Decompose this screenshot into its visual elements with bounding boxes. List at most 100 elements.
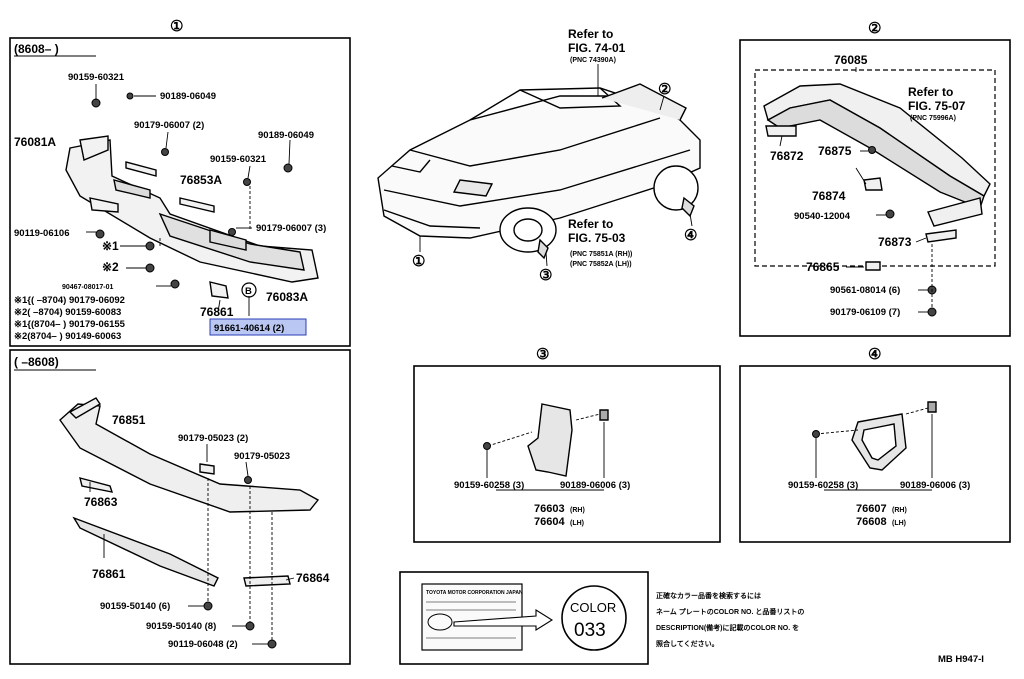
part-90561-08014: 90561-08014 (6) bbox=[830, 285, 900, 296]
color-instr-3: DESCRIPTION(備考)に記載のCOLOR NO. を bbox=[656, 623, 799, 632]
part-90189-06049-b: 90189-06049 bbox=[258, 130, 314, 141]
car-callout-4: ④ bbox=[684, 227, 697, 244]
panel-mudguard-front: ③ 90159-60258 (3) 90189-06006 (3) 76603 … bbox=[413, 346, 721, 543]
leader-lines bbox=[86, 84, 291, 316]
part-76604: 76604 bbox=[534, 516, 565, 528]
spoiler-ref-line2: FIG. 75-07 bbox=[908, 99, 966, 113]
part-90467-08017-01: 90467-08017-01 bbox=[62, 284, 113, 291]
lower-fasteners bbox=[203, 476, 277, 649]
part-76873: 76873 bbox=[878, 235, 912, 249]
spoiler-ref-line3: (PNC 75996A) bbox=[910, 115, 956, 122]
part-76863: 76863 bbox=[84, 495, 118, 509]
panel-1-range: (8608– ) bbox=[14, 42, 59, 56]
part-note-1: ※1 bbox=[102, 239, 119, 253]
mudguard-front-drawing bbox=[527, 403, 609, 477]
callout-b: B bbox=[245, 286, 252, 297]
color-badge bbox=[561, 585, 627, 651]
part-76085: 76085 bbox=[834, 53, 868, 67]
car-callout-1: ① bbox=[412, 253, 425, 270]
part-76603-rh: (RH) bbox=[570, 507, 585, 514]
front-bumper-drawing bbox=[65, 135, 319, 299]
panel-spoiler-number: ② bbox=[868, 20, 881, 37]
part-76083A: 76083A bbox=[266, 290, 308, 304]
part-76607-rh: (RH) bbox=[892, 507, 907, 514]
color-code: 033 bbox=[574, 620, 606, 641]
car-callout-3: ③ bbox=[539, 267, 552, 284]
plate-heading: TOYOTA MOTOR CORPORATION JAPAN bbox=[426, 590, 523, 596]
part-90179-06109: 90179-06109 (7) bbox=[830, 307, 900, 318]
part-76081A: 76081A bbox=[14, 135, 56, 149]
arrow-icon bbox=[453, 609, 554, 631]
panel-4-number: ④ bbox=[868, 346, 881, 363]
panel-mudguard-rear: ④ 90159-60258 (3) 90189-06006 (3) 76607 … bbox=[739, 346, 1011, 543]
part-90159-50140-6: 90159-50140 (6) bbox=[100, 601, 170, 612]
panel-1: ① (8608– ) bbox=[9, 18, 351, 347]
part-76608-lh: (LH) bbox=[892, 520, 906, 527]
part-76874: 76874 bbox=[812, 189, 846, 203]
part-90189-06049: 90189-06049 bbox=[160, 91, 216, 102]
highlight-91661-40614 bbox=[209, 318, 307, 336]
color-instr-2: ネーム プレートのCOLOR NO. と品番リストの bbox=[656, 607, 804, 616]
spoiler-drawing bbox=[763, 83, 991, 271]
part-76607: 76607 bbox=[856, 503, 887, 515]
car-drawing bbox=[377, 83, 701, 260]
mudguard-rear-drawing bbox=[851, 401, 937, 471]
spoiler-ref-line1: Refer to bbox=[908, 85, 953, 99]
color-note: TOYOTA MOTOR CORPORATION JAPAN COLOR 033… bbox=[399, 571, 804, 665]
part-76865: 76865 bbox=[806, 260, 840, 274]
car-ref2-line3: (PNC 75851A (RH)) bbox=[570, 251, 632, 258]
panel-spoiler: ② 76085 Refer to FIG bbox=[739, 20, 1011, 337]
note-line-2: ※2( –8704) 90159-60083 bbox=[14, 307, 121, 318]
part-90159-60258-rear: 90159-60258 (3) bbox=[788, 480, 858, 491]
part-76864: 76864 bbox=[296, 571, 330, 585]
mudguard-front-leaders bbox=[486, 413, 605, 491]
note-line-1: ※1{( –8704) 90179-06092 bbox=[14, 295, 125, 306]
part-90119-06048-2: 90119-06048 (2) bbox=[168, 639, 238, 650]
mudguard-rear-leaders bbox=[815, 407, 933, 491]
color-instr-1: 正確なカラー品番を検索するには bbox=[656, 591, 761, 600]
part-90179-05023: 90179-05023 bbox=[234, 451, 290, 462]
part-90159-60321: 90159-60321 bbox=[68, 72, 125, 83]
part-90159-60321-b: 90159-60321 bbox=[210, 154, 267, 165]
car-ref1-line3: (PNC 74390A) bbox=[570, 57, 616, 64]
car-ref2-line1: Refer to bbox=[568, 217, 613, 231]
part-76875: 76875 bbox=[818, 144, 852, 158]
spoiler-leaders bbox=[779, 67, 933, 313]
car-ref1-line2: FIG. 74-01 bbox=[568, 41, 626, 55]
part-90540-12004: 90540-12004 bbox=[794, 211, 851, 222]
part-90179-06007-3: 90179-06007 (3) bbox=[256, 223, 326, 234]
part-90119-06106: 90119-06106 bbox=[14, 228, 69, 239]
part-90189-06006-rear: 90189-06006 (3) bbox=[900, 480, 970, 491]
car-ref2-line4: (PNC 75852A (LH)) bbox=[570, 261, 632, 268]
spoiler-fasteners bbox=[868, 146, 937, 317]
part-90189-06006-front: 90189-06006 (3) bbox=[560, 480, 630, 491]
part-76853A: 76853A bbox=[180, 173, 222, 187]
part-90179-06007-2: 90179-06007 (2) bbox=[134, 120, 204, 131]
part-91661-40614[interactable]: 91661-40614 (2) bbox=[214, 323, 284, 334]
panel-2-range: ( –8608) bbox=[14, 355, 59, 369]
panel-2: ( –8608) 76851 9017 bbox=[9, 349, 351, 665]
car-leaders bbox=[419, 64, 693, 267]
note-line-4: ※2(8704– ) 90149-60063 bbox=[14, 331, 121, 342]
part-76608: 76608 bbox=[856, 516, 887, 528]
figure-code: MB H947-I bbox=[938, 654, 984, 665]
color-instr-4: 照合してください。 bbox=[656, 639, 719, 648]
part-76604-lh: (LH) bbox=[570, 520, 584, 527]
part-76861-lower: 76861 bbox=[92, 567, 126, 581]
panel-1-number: ① bbox=[170, 18, 183, 35]
part-90179-05023-2: 90179-05023 (2) bbox=[178, 433, 248, 444]
car-ref1-line1: Refer to bbox=[568, 27, 613, 41]
part-90159-50140-8: 90159-50140 (8) bbox=[146, 621, 216, 632]
car-overview: Refer to FIG. 74-01 (PNC 74390A) Refer t… bbox=[377, 27, 701, 284]
lower-leaders bbox=[89, 444, 295, 645]
lower-bumper-drawing bbox=[59, 397, 320, 587]
name-plate bbox=[421, 583, 523, 651]
part-76851: 76851 bbox=[112, 413, 146, 427]
part-90159-60258-front: 90159-60258 (3) bbox=[454, 480, 524, 491]
part-note-2: ※2 bbox=[102, 260, 119, 274]
panel-3-number: ③ bbox=[536, 346, 549, 363]
part-76603: 76603 bbox=[534, 503, 565, 515]
car-callout-2: ② bbox=[658, 81, 671, 98]
note-line-3: ※1{(8704– ) 90179-06155 bbox=[14, 319, 126, 330]
